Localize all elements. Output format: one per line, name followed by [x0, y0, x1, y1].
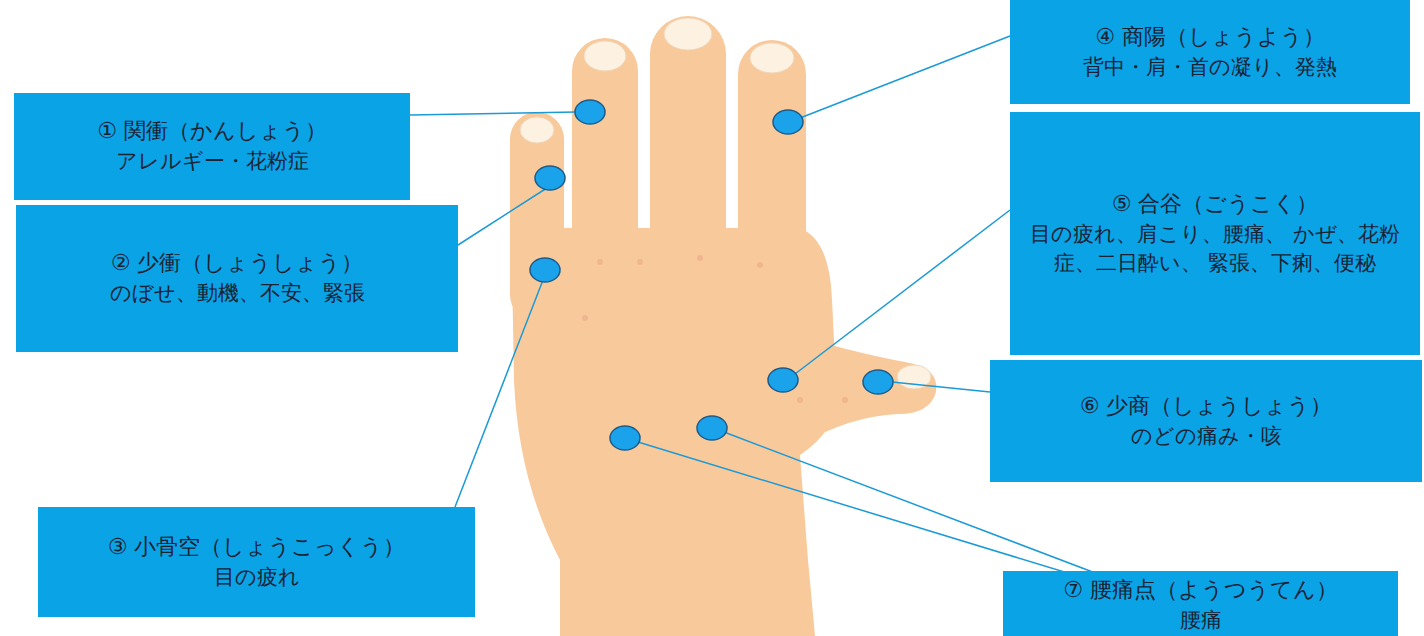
leader-line: [455, 280, 543, 507]
point-effect: 目の疲れ: [214, 563, 300, 592]
leader-line: [795, 210, 1010, 374]
point-effect: 背中・肩・首の凝り、発熱: [1083, 53, 1337, 82]
acupoint-callout-box: ⑥ 少商（しょうしょう）のどの痛み・咳: [990, 360, 1422, 482]
knuckle-mark: [797, 397, 803, 403]
knuckle-mark: [637, 259, 643, 265]
palm: [512, 228, 838, 636]
leader-line: [800, 36, 1010, 118]
acupoint-dot: [697, 416, 727, 440]
point-name: ⑦ 腰痛点（ようつうてん）: [1063, 575, 1338, 606]
point-name: ⑤ 合谷（ごうこく）: [1112, 189, 1319, 220]
acupoint-callout-box: ③ 小骨空（しょうこっくう）目の疲れ: [38, 507, 475, 617]
acupoint-callout-box: ④ 商陽（しょうよう）背中・肩・首の凝り、発熱: [1010, 0, 1410, 104]
acupoint-callout-box: ⑦ 腰痛点（ようつうてん）腰痛: [1003, 571, 1398, 636]
acupoint-dot: [610, 426, 640, 450]
acupoint-callout-box: ① 関衝（かんしょう）アレルギー・花粉症: [14, 93, 410, 200]
point-name: ④ 商陽（しょうよう）: [1095, 22, 1325, 53]
leader-line: [892, 382, 990, 392]
acupoint-dot: [530, 258, 560, 282]
acupoint-dot: [773, 110, 803, 134]
knuckle-mark: [757, 262, 763, 268]
acupoint-dot: [863, 370, 893, 394]
fingernail: [520, 117, 554, 143]
acupoint-callout-box: ⑤ 合谷（ごうこく）目の疲れ、肩こり、腰痛、 かぜ、花粉症、二日酔い、 緊張、下…: [1010, 112, 1420, 355]
acupoint-dot: [768, 368, 798, 392]
fingernail: [750, 43, 794, 73]
point-effect: アレルギー・花粉症: [116, 147, 309, 176]
point-name: ⑥ 少商（しょうしょう）: [1080, 391, 1333, 422]
point-name: ② 少衝（しょうしょう）: [111, 248, 364, 279]
point-effect: 目の疲れ、肩こり、腰痛、 かぜ、花粉症、二日酔い、 緊張、下痢、便秘: [1020, 220, 1410, 279]
point-name: ③ 小骨空（しょうこっくう）: [108, 532, 406, 563]
leader-line: [458, 186, 550, 245]
leader-line: [410, 112, 576, 115]
fingernail: [664, 18, 712, 50]
acupoint-dot: [575, 100, 605, 124]
knuckle-mark: [597, 259, 603, 265]
point-effect: のぼせ、動機、不安、緊張: [110, 279, 365, 308]
knuckle-mark: [697, 255, 703, 261]
acupoint-callout-box: ② 少衝（しょうしょう）のぼせ、動機、不安、緊張: [16, 205, 458, 352]
acupoint-dot: [535, 166, 565, 190]
knuckle-mark: [582, 315, 588, 321]
fingernail: [584, 41, 626, 71]
point-name: ① 関衝（かんしょう）: [97, 116, 327, 147]
point-effect: のどの痛み・咳: [1131, 422, 1282, 451]
knuckle-mark: [842, 397, 848, 403]
point-effect: 腰痛: [1180, 606, 1222, 635]
